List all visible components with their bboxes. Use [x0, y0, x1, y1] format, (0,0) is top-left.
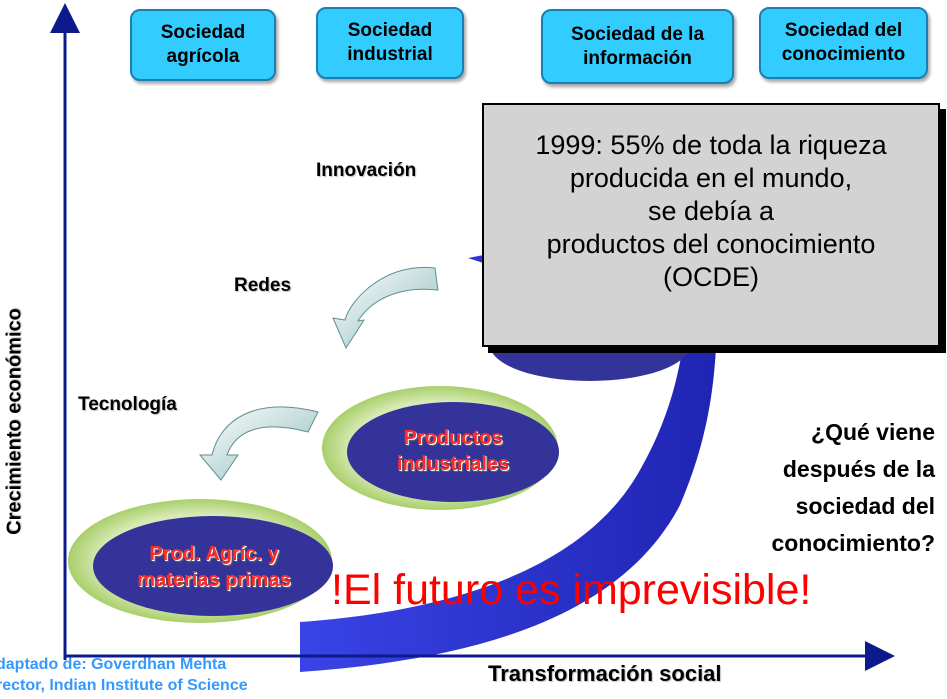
society-knowledge-box: Sociedad del conocimiento: [759, 7, 928, 79]
tech-curved-arrow: [198, 406, 319, 481]
society-industrial-label: Sociedad industrial: [347, 20, 433, 65]
agri-ellipse: [93, 516, 333, 616]
y-axis-label: Crecimiento económico: [3, 308, 26, 535]
credit-line-2: rector, Indian Institute of Science: [0, 677, 248, 694]
stage-industrial-label: Productos industriales: [396, 427, 510, 475]
future-headline: !El futuro es imprevisible!: [331, 566, 812, 614]
society-agricultural-label: Sociedad agrícola: [160, 22, 246, 67]
society-agricultural-box: Sociedad agrícola: [130, 9, 276, 81]
oecd-callout: 1999: 55% de toda la riqueza producida e…: [482, 103, 940, 347]
future-question: ¿Qué viene después de la sociedad del co…: [771, 419, 935, 556]
industrial-ellipse: [347, 402, 559, 502]
society-industrial-box: Sociedad industrial: [316, 7, 464, 79]
society-knowledge-label: Sociedad del conocimiento: [781, 20, 906, 65]
label-technology: Tecnología: [78, 394, 177, 415]
x-axis-label: Transformación social: [488, 661, 722, 686]
society-information-label: Sociedad de la información: [570, 23, 705, 69]
networks-curved-arrow: [332, 266, 439, 350]
society-information-box: Sociedad de la información: [541, 9, 734, 84]
growth-band: [300, 240, 718, 672]
label-innovation: Innovación: [316, 160, 417, 181]
credit-line-1: daptado de: Goverdhan Mehta: [0, 656, 227, 673]
label-networks: Redes: [234, 275, 292, 296]
stage-agri-label: Prod. Agríc. y materias primas: [137, 543, 291, 591]
